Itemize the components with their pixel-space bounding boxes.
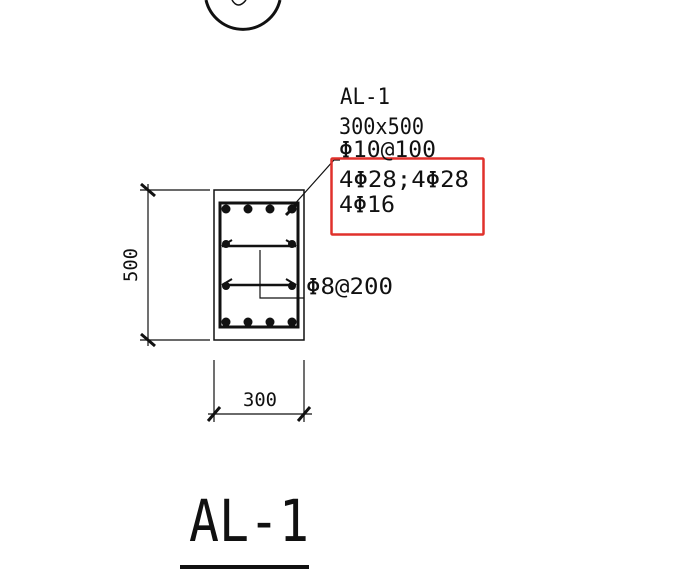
dim-width-tick-right	[296, 406, 312, 422]
rebar-bottom-2	[243, 317, 253, 327]
rebar-side-1	[222, 240, 230, 248]
dim-width-value: 300	[243, 389, 277, 411]
rebar-bottom-4	[287, 317, 297, 327]
tie-leader	[259, 250, 304, 299]
annotation-leader	[291, 159, 340, 208]
dim-width-tick-left	[206, 406, 222, 422]
highlight-box	[330, 157, 485, 236]
rebar-bottom-3	[265, 317, 275, 327]
section-title: AL-1	[189, 487, 309, 555]
dim-height-tick-top	[140, 182, 156, 198]
rebar-side-label: 4Φ16	[339, 193, 395, 218]
rebar-side-4	[288, 282, 296, 290]
dim-height-value: 500	[120, 248, 142, 282]
tie-label: Φ8@200	[306, 275, 393, 300]
rebar-side-2	[288, 240, 296, 248]
rebar-side-3	[222, 282, 230, 290]
beam-id-label: AL-1	[340, 85, 390, 110]
beam-size-label: 300x500	[339, 115, 424, 140]
rebar-top-bottom-label: 4Φ28;4Φ28	[339, 168, 469, 193]
dim-height-tick-bottom	[140, 332, 156, 348]
stirrup-label: Φ10@100	[339, 138, 436, 163]
grid-bubble	[204, 0, 282, 31]
stirrup	[218, 201, 300, 329]
rebar-bottom-1	[221, 317, 231, 327]
rebar-top-4	[287, 204, 297, 214]
rebar-top-3	[265, 204, 275, 214]
rebar-top-1	[221, 204, 231, 214]
grid-bubble-digit	[231, 0, 247, 6]
beam-outline	[213, 189, 305, 341]
rebar-top-2	[243, 204, 253, 214]
